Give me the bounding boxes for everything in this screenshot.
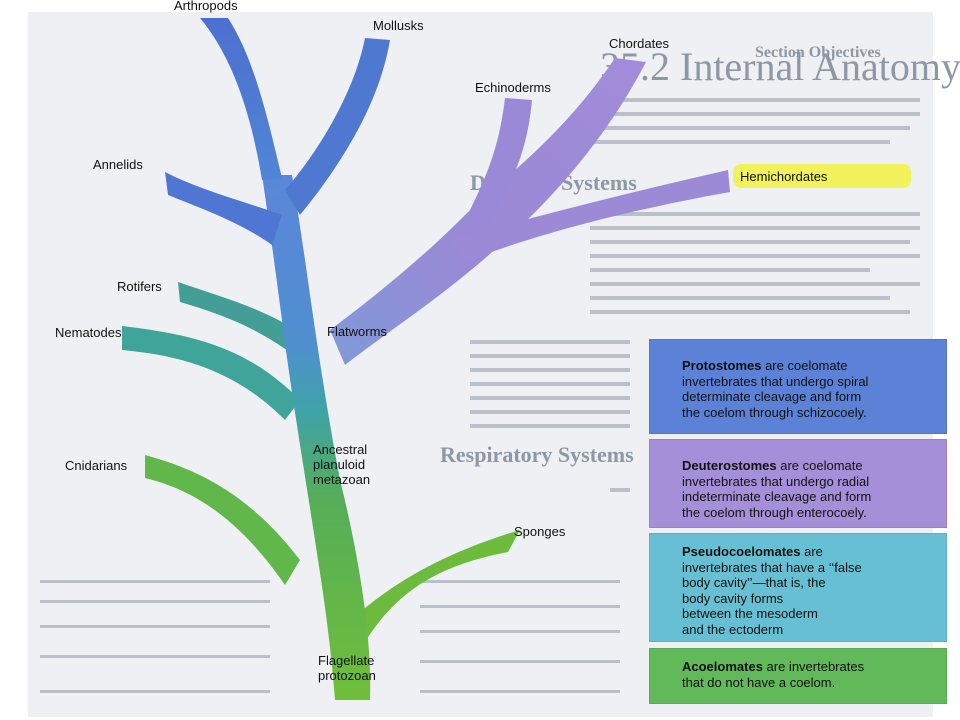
label-flagellate-line1: Flagellate [318,653,374,668]
legend-acoelomates-text: are invertebrates that do not have a coe… [682,659,865,690]
legend-acoelomates-term: Acoelomates [682,659,763,674]
branch-hemichordates [450,170,730,262]
legend-deuterostomes-text: are coelomate invertebrates that undergo… [682,458,872,520]
label-nematodes: Nematodes [55,325,122,340]
legend-deuterostomes: Deuterostomes are coelomate invertebrate… [649,439,947,528]
ghost-section-title: 35.2 Internal Anatomy [600,44,960,89]
hemichordates-highlight [733,164,911,188]
legend-pseudocoelomates-text: are invertebrates that have a ‘‘false bo… [682,544,862,637]
branch-arthropods [200,18,282,180]
label-rotifers: Rotifers [117,279,162,294]
legend-deuterostomes-term: Deuterostomes [682,458,777,473]
branch-rotifers [178,282,310,360]
label-arthropods: Arthropods [174,0,238,13]
ghost-text-lines [40,98,920,693]
branch-echinoderms [470,98,532,225]
ghost-heading-respiratory: Respiratory Systems [440,442,634,467]
legend-protostomes-text: are coelomate invertebrates that undergo… [682,358,869,420]
label-flatworms: Flatworms [327,324,387,339]
phylogenetic-tree [122,18,730,700]
label-ancestral-line2: planuloid [313,457,365,472]
legend-pseudocoelomates-term: Pseudocoelomates [682,544,801,559]
branch-nematodes [122,326,300,420]
label-ancestral-line1: Ancestral [313,442,367,457]
ghost-sidebar-title: Section Objectives [755,44,881,61]
branch-annelids [165,172,282,245]
label-chordates: Chordates [609,36,669,51]
branch-mollusks [285,38,390,215]
label-hemichordates: Hemichordates [740,169,828,184]
label-echinoderms: Echinoderms [475,80,551,95]
label-ancestral-line3: metazoan [313,472,370,487]
label-annelids: Annelids [93,157,143,172]
legend-protostomes: Protostomes are coelomate invertebrates … [649,339,947,434]
legend-acoelomates: Acoelomates are invertebrates that do no… [649,648,947,704]
branch-sponges [330,530,520,650]
taxon-labels: Arthropods Mollusks Chordates Echinoderm… [55,0,828,683]
label-mollusks: Mollusks [373,18,424,33]
branch-cnidarians [145,455,300,585]
legend-protostomes-term: Protostomes [682,358,762,373]
trunk [262,175,371,700]
label-flagellate-line2: protozoan [318,668,376,683]
label-sponges: Sponges [514,524,566,539]
label-cnidarians: Cnidarians [65,458,128,473]
legend-pseudocoelomates: Pseudocoelomates are invertebrates that … [649,533,947,642]
